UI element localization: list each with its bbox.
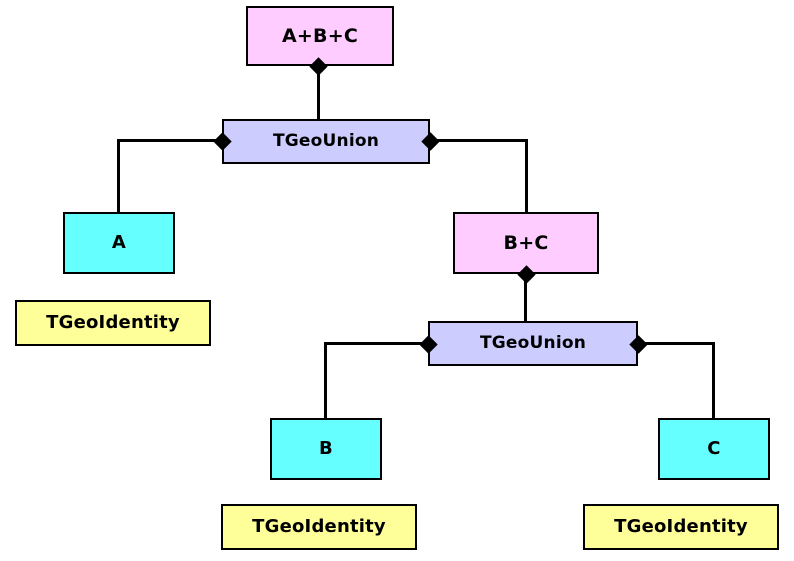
node-identityB[interactable]: TGeoIdentity: [221, 504, 417, 550]
node-label-abc: A+B+C: [282, 24, 358, 47]
node-label-bc: B+C: [503, 231, 549, 254]
node-a[interactable]: A: [63, 212, 175, 274]
node-union1[interactable]: TGeoUnion: [222, 119, 430, 164]
node-label-identityB: TGeoIdentity: [252, 516, 386, 537]
node-label-b: B: [319, 438, 333, 459]
node-label-union2: TGeoUnion: [479, 333, 587, 353]
node-identityC[interactable]: TGeoIdentity: [583, 504, 779, 550]
node-b[interactable]: B: [270, 418, 382, 480]
edge-bc-to-union2: [524, 273, 527, 322]
node-union2[interactable]: TGeoUnion: [428, 321, 638, 366]
edge-union1-to-bc: [427, 139, 528, 142]
node-bc[interactable]: B+C: [453, 212, 599, 274]
edge-union2-to-c: [635, 342, 715, 345]
edge-abc-to-union1: [317, 65, 320, 120]
node-label-identityA: TGeoIdentity: [46, 312, 180, 333]
node-identityA[interactable]: TGeoIdentity: [15, 300, 211, 346]
node-c[interactable]: C: [658, 418, 770, 480]
edge-union2-to-b: [324, 342, 327, 419]
node-abc[interactable]: A+B+C: [246, 6, 394, 66]
edge-union1-to-bc: [525, 139, 528, 213]
node-label-identityC: TGeoIdentity: [614, 516, 748, 537]
edge-union1-to-a: [117, 139, 223, 142]
node-label-union1: TGeoUnion: [272, 131, 380, 151]
edge-union2-to-b: [324, 342, 430, 345]
node-label-a: A: [111, 232, 127, 253]
edge-union2-to-c: [712, 342, 715, 419]
edge-union1-to-a: [117, 139, 120, 213]
node-label-c: C: [707, 438, 721, 459]
